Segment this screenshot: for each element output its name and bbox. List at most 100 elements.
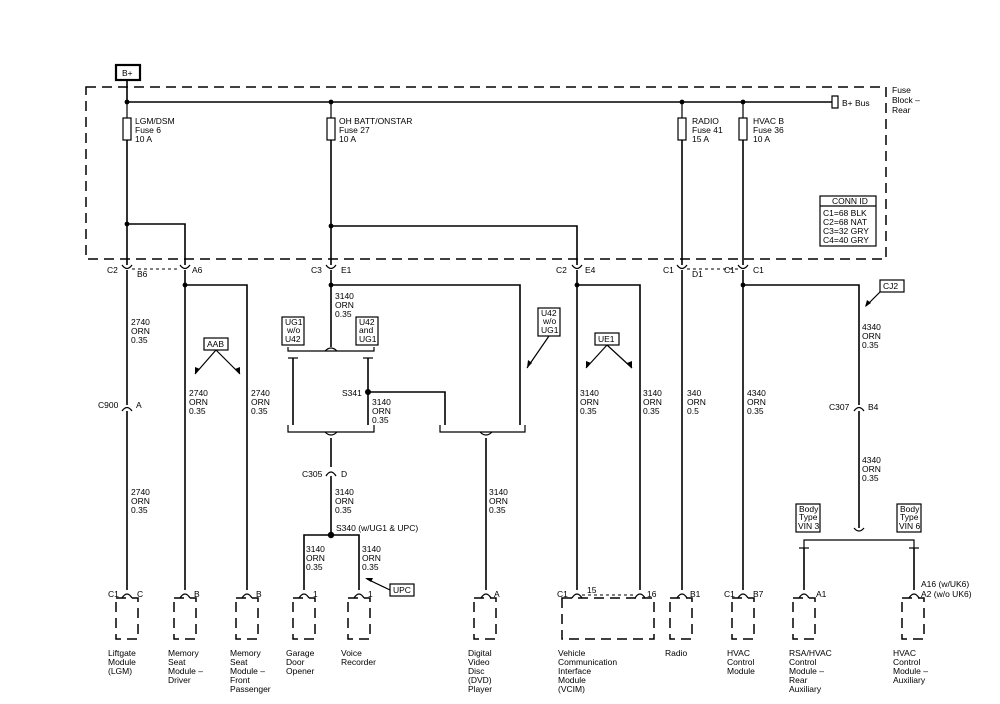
- svg-text:ORN: ORN: [862, 464, 881, 474]
- option-cj2: [879, 279, 905, 293]
- svg-text:0.35: 0.35: [580, 406, 597, 416]
- svg-text:0.35: 0.35: [131, 335, 148, 345]
- svg-text:ORN: ORN: [251, 397, 270, 407]
- svg-text:Type: Type: [900, 512, 919, 522]
- svg-text:C: C: [137, 589, 143, 599]
- svg-text:1: 1: [368, 589, 373, 599]
- svg-text:UG1: UG1: [285, 317, 303, 327]
- svg-text:B1: B1: [690, 589, 701, 599]
- svg-text:2740: 2740: [251, 388, 270, 398]
- svg-text:Garage: Garage: [286, 648, 315, 658]
- svg-text:E1: E1: [341, 265, 352, 275]
- svg-text:ORN: ORN: [489, 496, 508, 506]
- svg-text:0.35: 0.35: [189, 406, 206, 416]
- svg-text:4340: 4340: [862, 322, 881, 332]
- svg-text:16: 16: [647, 589, 657, 599]
- component-rsa-hvac-rear-auxiliary: A1 RSA/HVAC Control Module – Rear Auxili…: [789, 589, 832, 694]
- svg-text:15: 15: [587, 585, 597, 595]
- svg-text:Disc: Disc: [468, 666, 485, 676]
- svg-text:3140: 3140: [489, 487, 508, 497]
- svg-text:Module –: Module –: [893, 666, 928, 676]
- component-memory-seat-driver: B Memory Seat Module – Driver: [168, 589, 203, 685]
- svg-text:2740: 2740: [189, 388, 208, 398]
- svg-text:A16 (w/UK6): A16 (w/UK6): [921, 579, 969, 589]
- svg-text:Rear: Rear: [789, 675, 808, 685]
- svg-text:A: A: [494, 589, 500, 599]
- svg-text:ORN: ORN: [131, 496, 150, 506]
- svg-text:Front: Front: [230, 675, 250, 685]
- svg-text:0.35: 0.35: [862, 340, 879, 350]
- svg-text:3140: 3140: [643, 388, 662, 398]
- svg-text:C1: C1: [108, 589, 119, 599]
- svg-text:Seat: Seat: [168, 657, 186, 667]
- svg-text:B4: B4: [868, 402, 879, 412]
- svg-text:RSA/HVAC: RSA/HVAC: [789, 648, 832, 658]
- conn-c2b: C2: [556, 265, 567, 275]
- svg-text:3140: 3140: [335, 487, 354, 497]
- svg-text:Opener: Opener: [286, 666, 315, 676]
- svg-text:Module: Module: [108, 657, 136, 667]
- svg-text:(LGM): (LGM): [108, 666, 132, 676]
- svg-text:Passenger: Passenger: [230, 684, 271, 694]
- component-lgm: C1 C Liftgate Module (LGM): [108, 589, 143, 676]
- fuse-radio: RADIO Fuse 41 15 A: [677, 102, 723, 144]
- component-hvac-auxiliary: A16 (w/UK6) A2 (w/o UK6) HVAC Control Mo…: [893, 579, 972, 685]
- svg-text:Interface: Interface: [558, 666, 591, 676]
- component-garage-door-opener: 1 Garage Door Opener: [286, 589, 318, 676]
- svg-text:10 A: 10 A: [339, 134, 356, 144]
- svg-text:UE1: UE1: [598, 334, 615, 344]
- svg-text:UG1: UG1: [541, 325, 559, 335]
- svg-text:A: A: [136, 400, 142, 410]
- conn-id-table: CONN ID C1=68 BLK C2=68 NAT C3=32 GRY C4…: [819, 195, 877, 247]
- bplus-label: B+: [122, 68, 133, 78]
- svg-text:Radio: Radio: [665, 648, 687, 658]
- svg-text:C1=68 BLK: C1=68 BLK: [823, 208, 867, 218]
- svg-text:4340: 4340: [862, 455, 881, 465]
- svg-text:Fuse 6: Fuse 6: [135, 125, 161, 135]
- svg-text:U42: U42: [285, 334, 301, 344]
- svg-text:Control: Control: [727, 657, 755, 667]
- svg-text:C1: C1: [724, 589, 735, 599]
- svg-text:0.35: 0.35: [306, 562, 323, 572]
- svg-text:VIN 6: VIN 6: [899, 521, 921, 531]
- svg-text:ORN: ORN: [747, 397, 766, 407]
- svg-text:U42: U42: [359, 317, 375, 327]
- svg-text:OH BATT/ONSTAR: OH BATT/ONSTAR: [339, 116, 412, 126]
- svg-text:Digital: Digital: [468, 648, 492, 658]
- svg-text:C3=32 GRY: C3=32 GRY: [823, 226, 869, 236]
- conn-c1b: C1: [724, 265, 735, 275]
- bus-label: B+ Bus: [842, 98, 870, 108]
- svg-text:ORN: ORN: [372, 406, 391, 416]
- svg-text:Voice: Voice: [341, 648, 362, 658]
- conn-c307: C307: [829, 402, 850, 412]
- svg-text:15 A: 15 A: [692, 134, 709, 144]
- svg-text:Control: Control: [789, 657, 817, 667]
- fuse-oh-batt-onstar: OH BATT/ONSTAR Fuse 27 10 A: [326, 102, 412, 144]
- svg-text:(DVD): (DVD): [468, 675, 492, 685]
- fuse-block-label: Fuse: [892, 85, 911, 95]
- svg-text:B: B: [194, 589, 200, 599]
- svg-text:ORN: ORN: [306, 553, 325, 563]
- svg-text:2740: 2740: [131, 487, 150, 497]
- svg-text:ORN: ORN: [580, 397, 599, 407]
- conn-c3: C3: [311, 265, 322, 275]
- fuse-block-label: Rear: [892, 105, 911, 115]
- svg-text:Auxiliary: Auxiliary: [789, 684, 822, 694]
- svg-text:340: 340: [687, 388, 701, 398]
- svg-text:0.35: 0.35: [335, 505, 352, 515]
- fuse-lgm-dsm: LGM/DSM Fuse 6 10 A: [122, 102, 175, 144]
- svg-text:ORN: ORN: [189, 397, 208, 407]
- svg-text:HVAC: HVAC: [893, 648, 916, 658]
- svg-text:Module –: Module –: [789, 666, 824, 676]
- bplus-box: [114, 63, 142, 82]
- svg-text:Module –: Module –: [230, 666, 265, 676]
- svg-text:VIN 3: VIN 3: [798, 521, 820, 531]
- svg-text:ORN: ORN: [862, 331, 881, 341]
- svg-text:0.35: 0.35: [862, 473, 879, 483]
- fuse-block-label: Block –: [892, 95, 920, 105]
- option-body-vin6: Body Type VIN 6: [896, 503, 922, 533]
- component-hvac-control-module: C1 B7 HVAC Control Module: [724, 589, 764, 676]
- fuse-hvac-b: HVAC B Fuse 36 10 A: [738, 102, 784, 144]
- svg-text:0.35: 0.35: [372, 415, 389, 425]
- svg-text:ORN: ORN: [335, 300, 354, 310]
